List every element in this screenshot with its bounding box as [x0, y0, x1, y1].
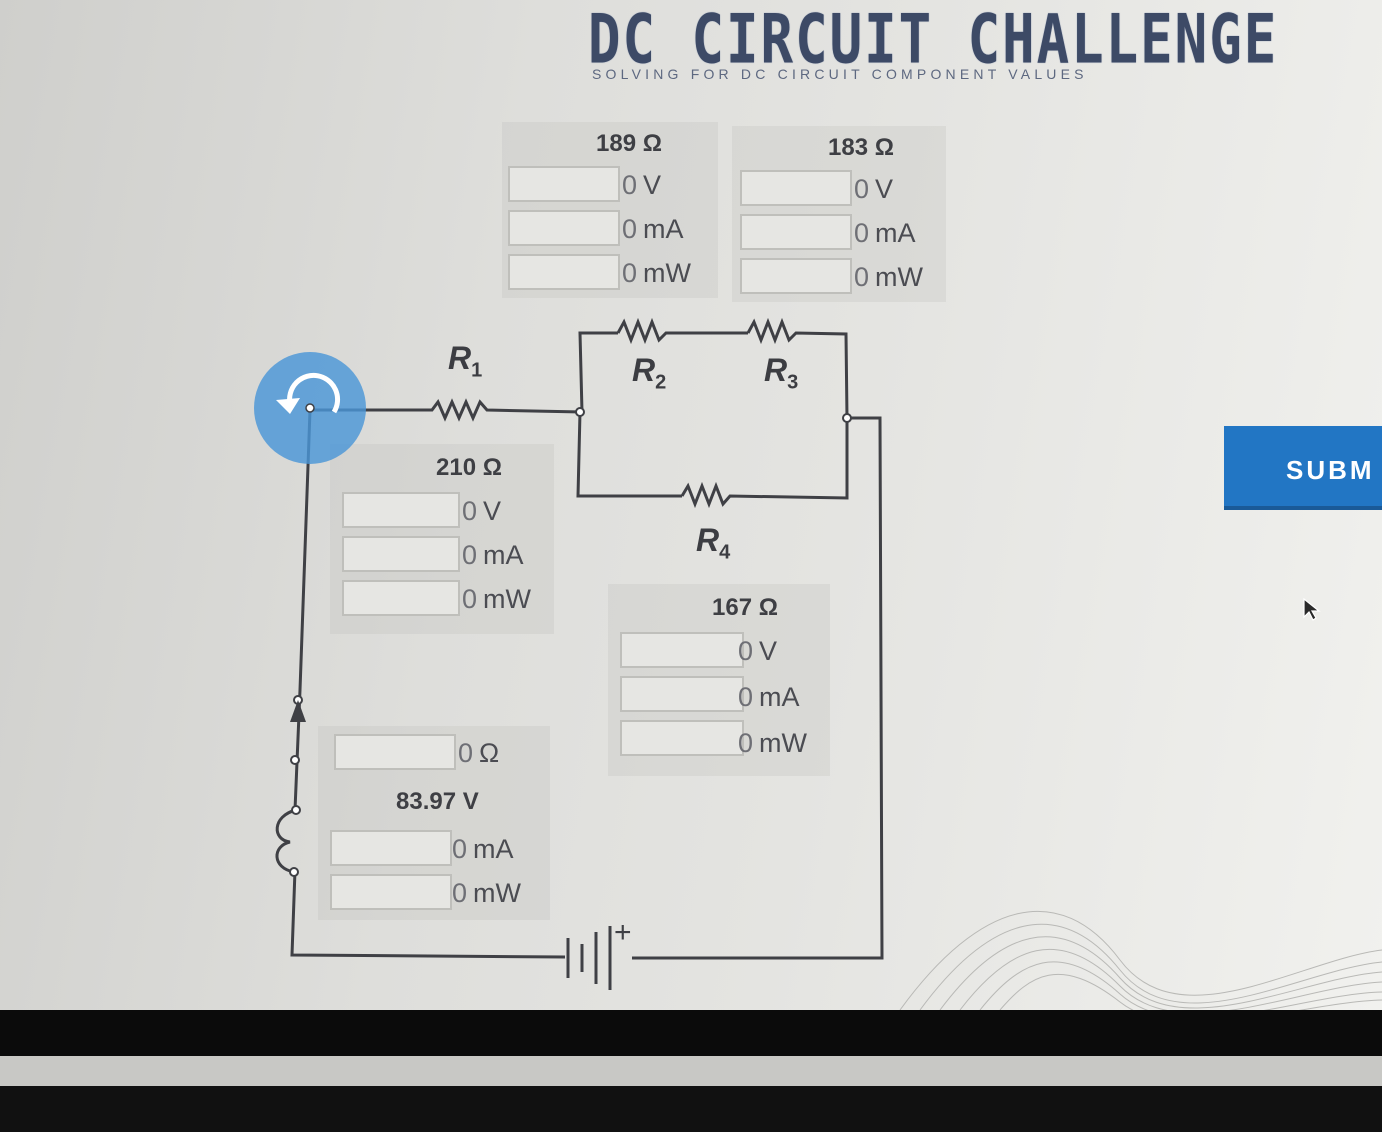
battery-symbol	[566, 926, 612, 990]
r1-voltage-input[interactable]	[342, 492, 460, 528]
label-r1: R1	[448, 340, 483, 382]
r4-voltage-input[interactable]	[620, 632, 744, 668]
wire-block-bottom	[576, 411, 682, 498]
wire-right	[632, 416, 884, 960]
label-r2: R2	[632, 352, 667, 394]
rotate-icon	[276, 372, 341, 414]
circuit-challenge-screen: DC CIRCUIT CHALLENGE SOLVING FOR DC CIRC…	[0, 0, 1382, 1010]
r2-resistance: 189 Ω	[596, 130, 662, 157]
r4-current-input[interactable]	[620, 676, 744, 712]
resistor-r2	[616, 317, 748, 345]
source-current-input[interactable]	[330, 830, 452, 866]
r3-resistance: 183 Ω	[828, 134, 894, 161]
r1-power-input[interactable]	[342, 580, 460, 616]
r3-current-input[interactable]	[740, 214, 852, 250]
r3-power-input[interactable]	[740, 258, 852, 294]
source-resistance-input[interactable]	[334, 734, 456, 770]
resistor-r4	[680, 418, 849, 509]
submit-button[interactable]: SUBM	[1224, 426, 1382, 510]
r1-resistance: 210 Ω	[436, 454, 502, 481]
junction-node	[575, 407, 585, 417]
mesh-decoration	[899, 910, 1382, 1010]
r4-resistance: 167 Ω	[712, 594, 778, 621]
mouse-pointer-icon	[1303, 597, 1321, 621]
r3-voltage-input[interactable]	[740, 170, 852, 206]
rotate-control[interactable]	[254, 352, 366, 464]
junction-node	[291, 805, 301, 815]
r4-power-input[interactable]	[620, 720, 744, 756]
wire-left	[293, 409, 312, 811]
junction-node	[842, 413, 852, 423]
monitor-bezel	[0, 1010, 1382, 1056]
r1-current-input[interactable]	[342, 536, 460, 572]
fuse-symbol	[275, 808, 297, 874]
label-r3: R3	[764, 352, 799, 394]
resistor-r3	[746, 317, 849, 419]
wire-r1	[310, 398, 583, 422]
junction-node	[289, 867, 299, 877]
page-subtitle: SOLVING FOR DC CIRCUIT COMPONENT VALUES	[592, 66, 1088, 82]
r2-power-input[interactable]	[508, 254, 620, 290]
battery-plus-sign: +	[614, 916, 632, 949]
monitor-bezel-edge	[0, 1056, 1382, 1086]
label-r4: R4	[696, 522, 731, 564]
monitor-bezel-bottom	[0, 1086, 1382, 1132]
wire-block-left	[578, 331, 618, 413]
current-arrow-icon	[290, 700, 306, 722]
junction-node	[290, 755, 300, 765]
source-power-input[interactable]	[330, 874, 452, 910]
circuit-diagram	[275, 317, 1382, 1010]
r2-current-input[interactable]	[508, 210, 620, 246]
wire-left-lower	[290, 869, 566, 959]
source-voltage: 83.97 V	[396, 788, 479, 815]
r2-voltage-input[interactable]	[508, 166, 620, 202]
